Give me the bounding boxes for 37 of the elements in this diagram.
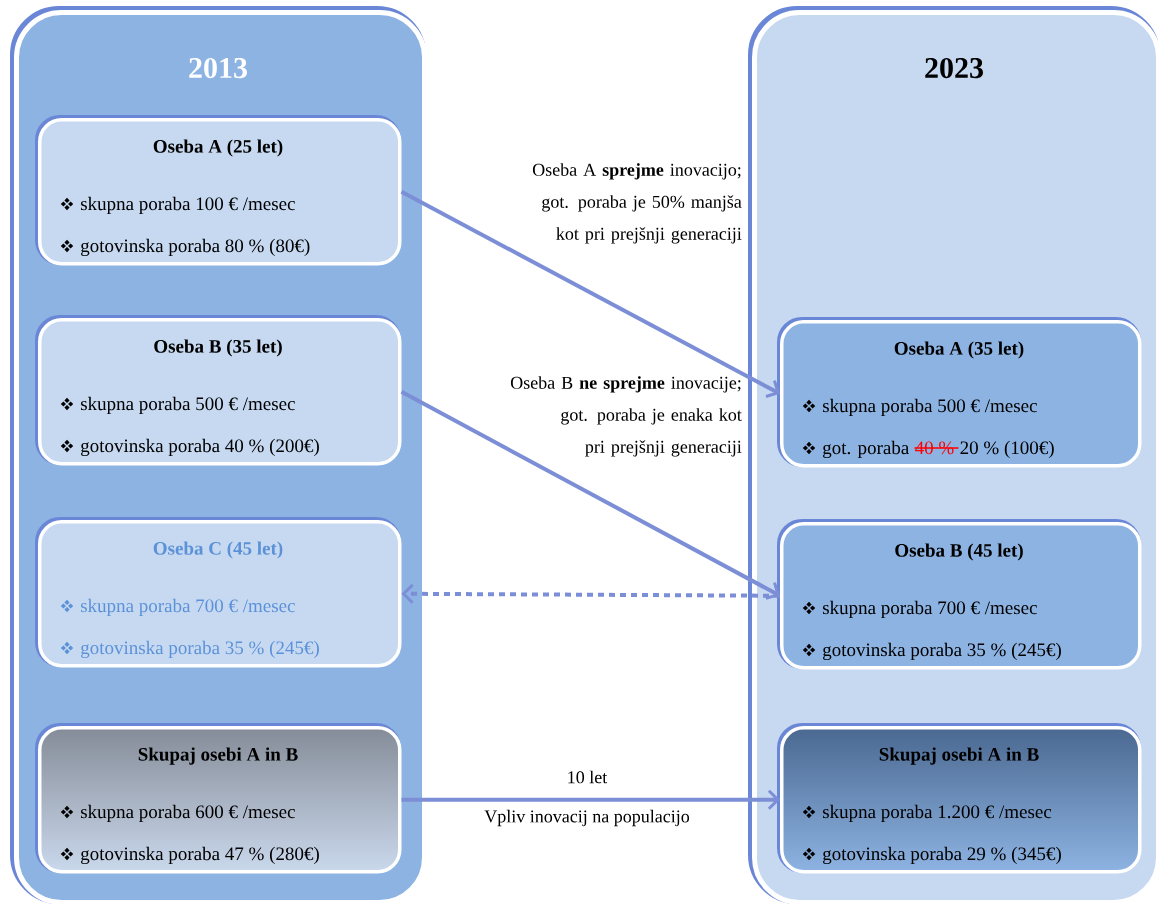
- box-heading: Oseba C (45 let): [153, 541, 283, 559]
- bullet-item: gotovinska poraba 47 % (280€): [60, 846, 319, 865]
- panel-title: 2013: [189, 57, 247, 79]
- box-heading: Skupaj osebi A in B: [879, 747, 1039, 765]
- box-heading: Oseba B (35 let): [154, 339, 282, 357]
- arrow: [401, 583, 781, 604]
- bullet-item: gotovinska poraba 35 % (245€): [802, 642, 1061, 661]
- box-heading: Oseba A (35 let): [894, 341, 1024, 359]
- info-box: [35, 115, 402, 266]
- edge-label: Oseba A sprejme inovacijo; got. poraba je 50% manjša kot pri prejšnji generaciji: [532, 163, 742, 244]
- edge-label: 10 let: [564, 768, 610, 786]
- bullet-item: skupna poraba 700 € /mesec: [60, 598, 295, 617]
- box-heading: Oseba A (25 let): [153, 139, 283, 157]
- info-box: [777, 519, 1142, 670]
- bullet-item: gotovinska poraba 80 % (80€): [60, 238, 310, 257]
- bullet-item: gotovinska poraba 29 % (345€): [802, 846, 1061, 865]
- arrow: [400, 390, 780, 600]
- bullet-item: skupna poraba 500 € /mesec: [60, 396, 295, 415]
- bullet-item: gotovinska poraba 40 % (200€): [60, 438, 319, 457]
- bullet-item: skupna poraba 700 € /mesec: [802, 600, 1037, 619]
- bullet-item: skupna poraba 1.200 € /mesec: [802, 804, 1052, 823]
- bullet-item: gotovinska poraba 35 % (245€): [60, 640, 319, 659]
- bullet-item: skupna poraba 100 € /mesec: [60, 196, 295, 215]
- info-box: [35, 517, 402, 668]
- bullet-item: skupna poraba 500 € /mesec: [802, 398, 1037, 417]
- arrow: [400, 190, 780, 398]
- info-box: [777, 723, 1142, 874]
- info-box: [777, 317, 1142, 468]
- info-box: [35, 723, 402, 874]
- info-box: [35, 315, 402, 466]
- panel-title: 2023: [925, 57, 983, 79]
- arrow: [401, 789, 780, 810]
- edge-label: Oseba B ne sprejme inovacije; got. poraba je enaka kot pri prejšnji generaciji: [510, 376, 742, 457]
- arrow-caption: Vpliv inovacij na populacijo: [484, 809, 690, 827]
- box-heading: Oseba B (45 let): [895, 543, 1023, 561]
- box-heading: Skupaj osebi A in B: [138, 747, 298, 765]
- bullet-item: skupna poraba 600 € /mesec: [60, 804, 295, 823]
